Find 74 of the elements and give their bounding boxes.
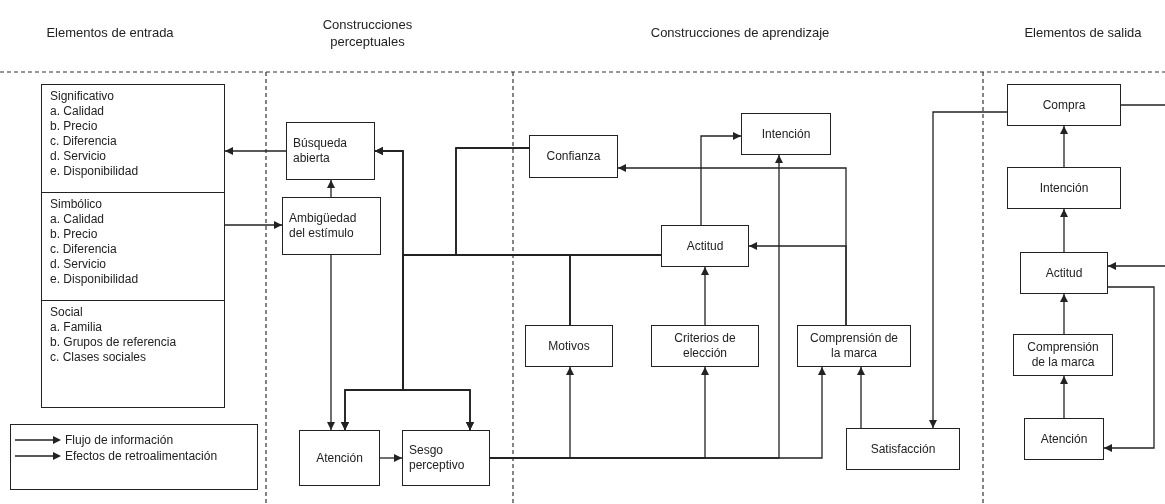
arrow xyxy=(1060,293,1068,335)
node-label: Actitud xyxy=(1044,265,1084,281)
process-box xyxy=(651,325,759,367)
arrow xyxy=(327,254,335,431)
node-label: Motivos xyxy=(547,338,591,354)
process-box xyxy=(525,325,613,367)
arrow xyxy=(379,454,403,462)
process-box xyxy=(797,325,911,367)
list-box xyxy=(41,84,225,193)
list-item: d. Servicio xyxy=(50,149,108,164)
process-box xyxy=(282,197,381,255)
list-item: a. Calidad xyxy=(50,104,106,119)
process-box xyxy=(1007,167,1121,209)
list-item: c. Clases sociales xyxy=(50,350,148,365)
arrow xyxy=(617,164,847,326)
node-label: Actitud xyxy=(685,238,725,254)
node-label: Comprensión de la marca xyxy=(1026,340,1100,370)
arrow xyxy=(1107,262,1165,270)
process-box xyxy=(286,122,375,180)
arrow xyxy=(700,132,742,226)
list-item: b. Precio xyxy=(50,119,99,134)
node-label: Sesgo perceptivo xyxy=(409,443,466,473)
node-label: Comprensión de la marca xyxy=(808,331,900,361)
column-heading: Construcciones de aprendizaje xyxy=(649,24,831,41)
arrow xyxy=(1060,375,1068,419)
process-box xyxy=(1013,334,1113,376)
process-box xyxy=(1020,252,1108,294)
process-box xyxy=(402,430,490,486)
arrow xyxy=(929,111,1008,429)
section-heading: Social xyxy=(50,305,84,320)
node-label: Criterios de elección xyxy=(673,331,737,361)
node-label: Confianza xyxy=(545,149,602,164)
legend-label: Efectos de retroalimentación xyxy=(65,449,218,463)
node-label: Intención xyxy=(1038,180,1090,196)
arrow xyxy=(1060,208,1068,253)
node-label: Ambigüedad del estímulo xyxy=(289,211,358,241)
column-heading: Elementos de entrada xyxy=(45,24,175,41)
list-box xyxy=(41,300,225,408)
process-box xyxy=(299,430,380,486)
node-label: Búsqueda abierta xyxy=(293,136,349,166)
node-label: Satisfacción xyxy=(869,441,937,457)
node-label: Compra xyxy=(1041,97,1087,113)
process-box xyxy=(846,428,960,470)
process-box xyxy=(529,135,618,178)
list-item: d. Servicio xyxy=(50,257,108,272)
list-item: c. Diferencia xyxy=(50,134,118,149)
list-item: b. Precio xyxy=(50,227,99,242)
arrow xyxy=(224,147,287,155)
process-box xyxy=(1024,418,1104,460)
column-heading: Construcciones perceptuales xyxy=(321,16,414,50)
section-heading: Simbólico xyxy=(50,197,104,212)
process-box xyxy=(661,225,749,267)
list-item: a. Familia xyxy=(50,320,103,335)
process-box xyxy=(741,113,831,155)
list-item: b. Grupos de referencia xyxy=(50,335,178,350)
arrow xyxy=(1103,286,1155,452)
list-box xyxy=(41,192,225,301)
list-item: a. Calidad xyxy=(50,212,106,227)
node-label: Intención xyxy=(760,126,812,142)
node-label: Atención xyxy=(1039,431,1089,447)
process-box xyxy=(1007,84,1121,126)
arrow xyxy=(224,221,283,229)
column-heading: Elementos de salida xyxy=(1023,24,1143,41)
node-label: Atención xyxy=(315,450,364,466)
list-item: e. Disponibilidad xyxy=(50,272,140,287)
arrow xyxy=(327,179,335,198)
section-heading: Significativo xyxy=(50,89,116,104)
arrow xyxy=(1060,125,1068,168)
arrow xyxy=(701,266,709,326)
list-item: e. Disponibilidad xyxy=(50,164,140,179)
arrow xyxy=(857,366,865,429)
legend-label: Flujo de información xyxy=(65,433,174,447)
arrow xyxy=(402,254,571,431)
list-item: c. Diferencia xyxy=(50,242,118,257)
